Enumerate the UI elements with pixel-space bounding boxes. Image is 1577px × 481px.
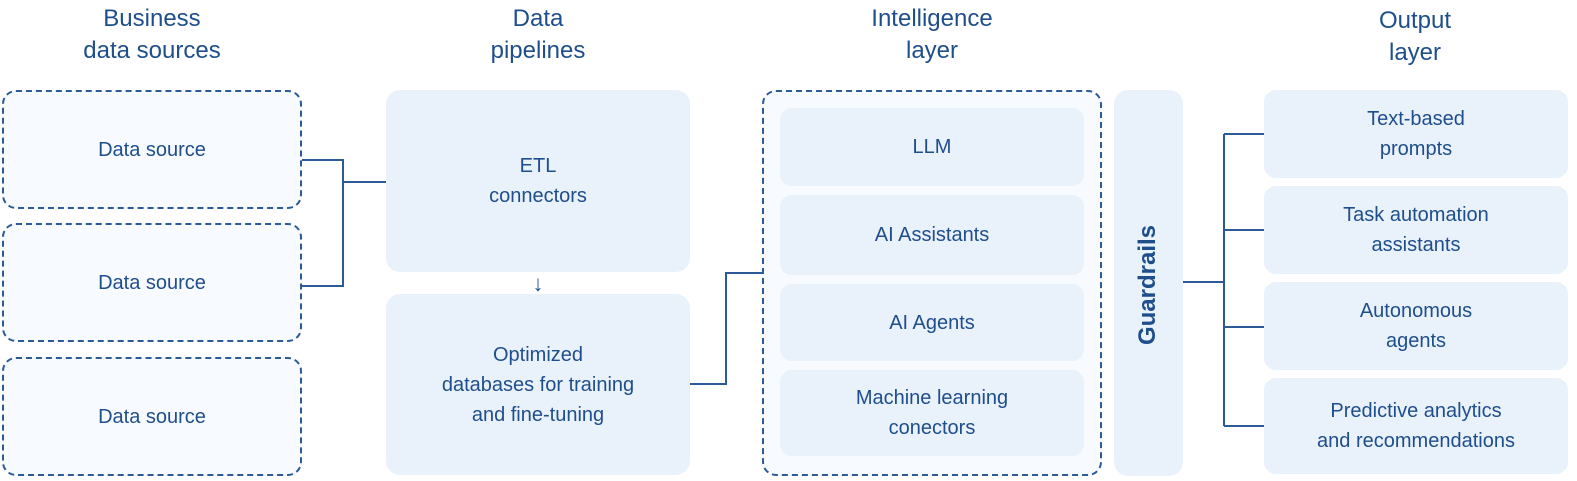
data-source-box-3: Data source	[2, 357, 302, 476]
output-label: Text-based prompts	[1367, 108, 1465, 160]
optimized-databases-label: Optimized databases for training and fin…	[441, 343, 635, 426]
guardrails-box	[1114, 90, 1183, 476]
data-source-label: Data source	[98, 138, 206, 161]
output-task-automation-box: Task automation assistants	[1264, 186, 1568, 274]
optimized-databases-box: Optimized databases for training and fin…	[386, 294, 690, 475]
ai-agents-box: AI Agents	[780, 284, 1084, 361]
ai-agents-label: AI Agents	[889, 311, 975, 334]
header-intelligence-layer: Intelligence layer	[871, 5, 993, 64]
down-arrow-icon: ↓	[532, 271, 544, 296]
ai-assistants-label: AI Assistants	[874, 224, 990, 246]
etl-connectors-label: ETL connectors	[489, 155, 587, 207]
data-source-box-1: Data source	[2, 90, 302, 209]
llm-label: LLM	[912, 136, 952, 158]
output-text-based-prompts-box: Text-based prompts	[1264, 90, 1568, 178]
machine-learning-connectors-label: Machine learning conectors	[855, 387, 1009, 439]
machine-learning-connectors-box: Machine learning conectors	[780, 370, 1084, 456]
output-label: Predictive analytics and recommendations	[1317, 400, 1515, 452]
etl-connectors-box: ETL connectors	[386, 90, 690, 272]
data-source-label: Data source	[98, 405, 206, 428]
output-autonomous-agents-box: Autonomous agents	[1264, 282, 1568, 370]
header-output-layer: Output layer	[1378, 7, 1452, 66]
ai-assistants-box: AI Assistants	[780, 195, 1084, 275]
output-predictive-analytics-box: Predictive analytics and recommendations	[1264, 378, 1568, 474]
llm-box: LLM	[780, 108, 1084, 186]
guardrails-label: Guardrails	[1134, 224, 1161, 346]
output-label: Autonomous agents	[1359, 300, 1473, 352]
header-business-data-sources: Business data sources	[83, 5, 221, 64]
header-data-pipelines: Data pipelines	[490, 5, 586, 64]
output-label: Task automation assistants	[1343, 204, 1489, 256]
data-source-box-2: Data source	[2, 223, 302, 342]
data-source-label: Data source	[98, 271, 206, 294]
